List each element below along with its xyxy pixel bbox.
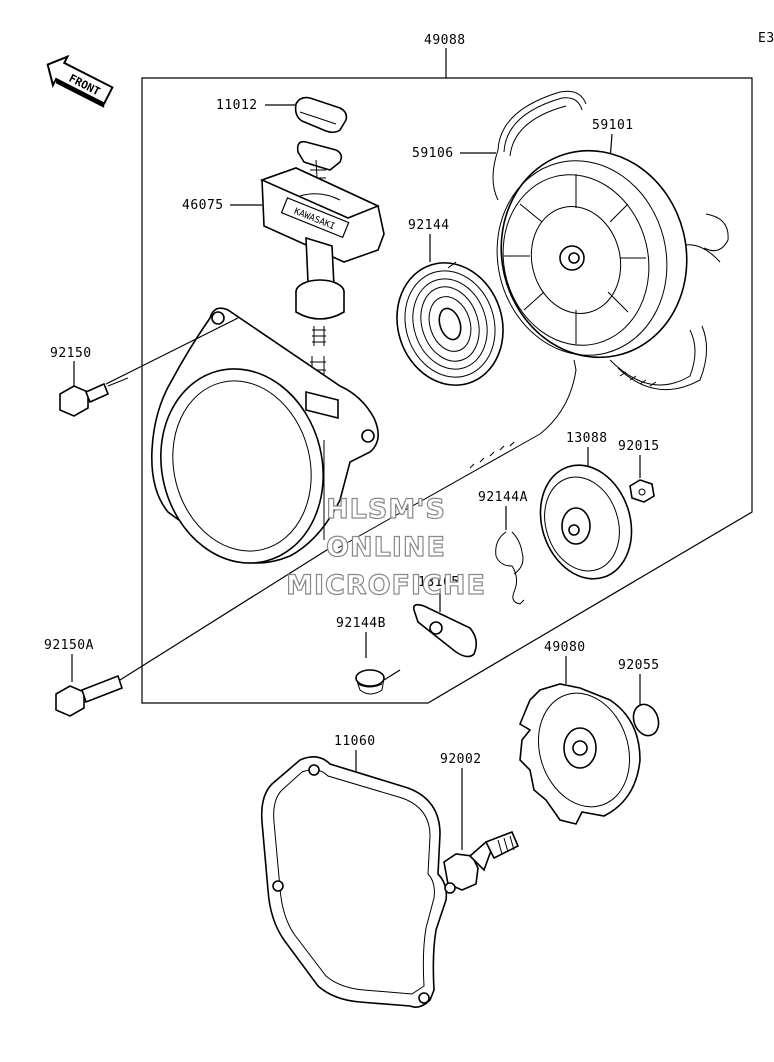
watermark: HLSM'S ONLINE MICROFICHE [285, 493, 486, 601]
label-59101: 59101 [592, 118, 634, 133]
label-49080: 49080 [544, 640, 586, 655]
part-92150-bolt [59, 317, 239, 417]
part-92015-nut [629, 479, 655, 503]
page-code: E3 [758, 31, 774, 46]
starter-rope [337, 359, 577, 549]
label-92144A: 92144A [478, 490, 528, 505]
part-13088-plate [539, 464, 633, 580]
label-92144B: 92144B [336, 616, 386, 631]
label-92055: 92055 [618, 658, 660, 673]
part-92144-spring [396, 261, 504, 386]
label-49088: 49088 [424, 33, 466, 48]
part-59101-reel [496, 149, 688, 359]
label-92144: 92144 [408, 218, 450, 233]
label-59106: 59106 [412, 146, 454, 161]
part-92144B-spring [355, 669, 401, 695]
assembly-outline [141, 77, 753, 704]
part-13165-pawl [412, 603, 478, 658]
label-11012: 11012 [216, 98, 258, 113]
watermark-line-2: ONLINE [326, 532, 446, 563]
watermark-line-3: MICROFICHE [286, 570, 486, 601]
label-46075: 46075 [182, 198, 224, 213]
label-92150A: 92150A [44, 638, 94, 653]
label-92150: 92150 [50, 346, 92, 361]
watermark-line-1: HLSM'S [326, 494, 446, 525]
label-13165: 13165 [418, 575, 460, 590]
part-59106-rope [492, 90, 729, 391]
part-49080-pulley [518, 683, 641, 825]
part-11060-gasket [260, 756, 456, 1008]
label-92002: 92002 [440, 752, 482, 767]
part-46075-handle: KAWASAKI [259, 140, 385, 392]
part-11012-cap [294, 96, 348, 134]
part-92144A-clip [495, 531, 525, 605]
label-11060: 11060 [334, 734, 376, 749]
part-92150A-bolt [55, 547, 331, 717]
part-92055-oring [632, 703, 660, 737]
label-92015: 92015 [618, 439, 660, 454]
recoil-case [151, 307, 379, 564]
label-13088: 13088 [566, 431, 608, 446]
front-arrow-icon: FRONT [46, 54, 114, 108]
part-92002-bolt [443, 830, 520, 891]
